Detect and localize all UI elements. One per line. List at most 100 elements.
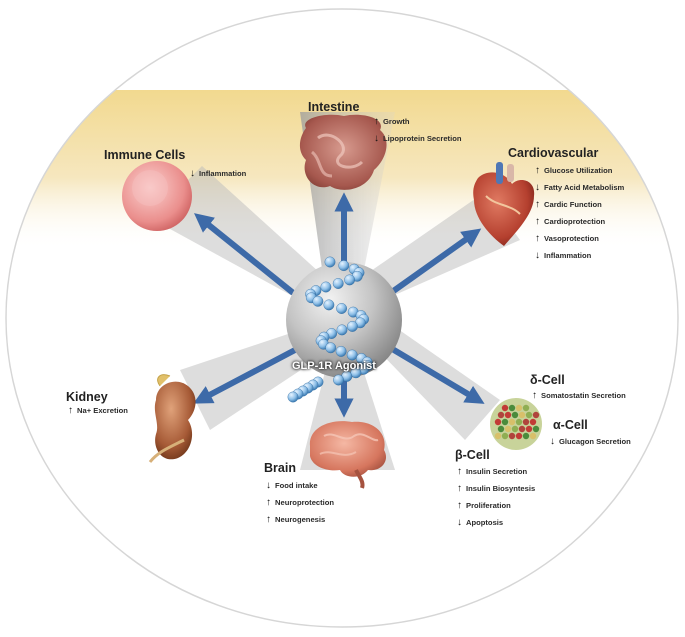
effect-text: Glucose Utilization bbox=[544, 162, 612, 179]
effect-text: Fatty Acid Metabolism bbox=[544, 179, 624, 196]
up-arrow-icon: ↑ bbox=[264, 494, 273, 511]
effect-item: ↑Glucose Utilization bbox=[533, 162, 624, 179]
islet-cell bbox=[498, 412, 504, 418]
effect-text: Insulin Biosyntesis bbox=[466, 480, 535, 497]
cardiovascular-effects: ↑Glucose Utilization↓Fatty Acid Metaboli… bbox=[533, 162, 624, 264]
islet-cell bbox=[509, 405, 515, 411]
effect-text: Lipoprotein Secretion bbox=[383, 130, 461, 147]
effect-text: Food intake bbox=[275, 477, 318, 494]
down-arrow-icon: ↓ bbox=[188, 165, 197, 182]
islet-cell bbox=[519, 426, 525, 432]
peptide-bead bbox=[339, 260, 349, 270]
up-arrow-icon: ↑ bbox=[66, 402, 75, 419]
beta-cell-title: β-Cell bbox=[455, 448, 490, 462]
islet-cell bbox=[505, 412, 511, 418]
effect-text: Cardic Function bbox=[544, 196, 602, 213]
islet-cell bbox=[516, 433, 522, 439]
islet-cell bbox=[530, 433, 536, 439]
peptide-bead bbox=[336, 346, 346, 356]
peptide-bead bbox=[347, 350, 357, 360]
intestine-effects: ↑Growth↓Lipoprotein Secretion bbox=[372, 113, 461, 147]
immune-cells-title: Immune Cells bbox=[104, 148, 185, 162]
cardiovascular-title: Cardiovascular bbox=[508, 146, 598, 160]
islet-cell bbox=[512, 412, 518, 418]
effect-item: ↓Fatty Acid Metabolism bbox=[533, 179, 624, 196]
islet-cell bbox=[516, 419, 522, 425]
delta-cell-title: δ-Cell bbox=[530, 373, 565, 387]
islet-cell bbox=[533, 426, 539, 432]
islet-cell bbox=[495, 433, 501, 439]
effect-item: ↑Na+ Excretion bbox=[66, 402, 128, 419]
effect-text: Vasoprotection bbox=[544, 230, 599, 247]
up-arrow-icon: ↑ bbox=[533, 230, 542, 247]
islet-cell bbox=[509, 433, 515, 439]
effect-text: Apoptosis bbox=[466, 514, 503, 531]
down-arrow-icon: ↓ bbox=[533, 247, 542, 264]
islet-cell bbox=[533, 412, 539, 418]
islet-cell bbox=[495, 419, 501, 425]
peptide-bead bbox=[333, 375, 343, 385]
effect-item: ↑Insulin Secretion bbox=[455, 463, 535, 480]
down-arrow-icon: ↓ bbox=[455, 514, 464, 531]
effect-item: ↑Insulin Biosyntesis bbox=[455, 480, 535, 497]
effect-text: Na+ Excretion bbox=[77, 402, 128, 419]
delta-cell-effects: ↑Somatostatin Secretion bbox=[530, 387, 626, 404]
up-arrow-icon: ↑ bbox=[530, 387, 539, 404]
up-arrow-icon: ↑ bbox=[372, 113, 381, 130]
islet-cell bbox=[512, 426, 518, 432]
pancreatic-islet-icon bbox=[490, 398, 542, 450]
islet-cell bbox=[502, 405, 508, 411]
immune-effects: ↓Inflammation bbox=[188, 165, 246, 182]
effect-text: Glucagon Secretion bbox=[559, 433, 631, 450]
up-arrow-icon: ↑ bbox=[533, 213, 542, 230]
peptide-bead bbox=[333, 278, 343, 288]
effect-item: ↑Somatostatin Secretion bbox=[530, 387, 626, 404]
peptide-bead bbox=[347, 321, 357, 331]
peptide-bead bbox=[336, 303, 346, 313]
effect-item: ↑Neuroprotection bbox=[264, 494, 334, 511]
up-arrow-icon: ↑ bbox=[455, 480, 464, 497]
effect-item: ↓Glucagon Secretion bbox=[548, 433, 631, 450]
effect-item: ↓Apoptosis bbox=[455, 514, 535, 531]
effect-item: ↑Cardioprotection bbox=[533, 213, 624, 230]
effect-text: Proliferation bbox=[466, 497, 511, 514]
down-arrow-icon: ↓ bbox=[548, 433, 557, 450]
immune-cell-icon bbox=[122, 161, 192, 231]
peptide-bead bbox=[324, 300, 334, 310]
effect-item: ↓Lipoprotein Secretion bbox=[372, 130, 461, 147]
up-arrow-icon: ↑ bbox=[533, 162, 542, 179]
peptide-bead bbox=[326, 343, 336, 353]
effect-item: ↑Neurogenesis bbox=[264, 511, 334, 528]
brain-title: Brain bbox=[264, 461, 296, 475]
kidney-effects: ↑Na+ Excretion bbox=[66, 402, 128, 419]
islet-cell bbox=[523, 405, 529, 411]
effect-text: Neurogenesis bbox=[275, 511, 325, 528]
alpha-cell-effects: ↓Glucagon Secretion bbox=[548, 433, 631, 450]
peptide-bead bbox=[325, 257, 335, 267]
alpha-cell-title: α-Cell bbox=[553, 418, 588, 432]
down-arrow-icon: ↓ bbox=[372, 130, 381, 147]
intestine-title: Intestine bbox=[308, 100, 359, 114]
peptide-bead bbox=[288, 392, 298, 402]
beta-cell-effects: ↑Insulin Secretion↑Insulin Biosyntesis↑P… bbox=[455, 463, 535, 531]
effect-item: ↑Cardic Function bbox=[533, 196, 624, 213]
islet-cell bbox=[505, 426, 511, 432]
effect-item: ↑Growth bbox=[372, 113, 461, 130]
islet-cell bbox=[516, 405, 522, 411]
islet-cell bbox=[526, 412, 532, 418]
effect-text: Neuroprotection bbox=[275, 494, 334, 511]
effect-text: Somatostatin Secretion bbox=[541, 387, 626, 404]
islet-cell bbox=[498, 426, 504, 432]
effect-item: ↓Inflammation bbox=[533, 247, 624, 264]
islet-cell bbox=[519, 412, 525, 418]
effect-item: ↓Food intake bbox=[264, 477, 334, 494]
brain-effects: ↓Food intake↑Neuroprotection↑Neurogenesi… bbox=[264, 477, 334, 528]
peptide-bead bbox=[321, 282, 331, 292]
islet-cell bbox=[526, 426, 532, 432]
effect-item: ↑Proliferation bbox=[455, 497, 535, 514]
peptide-bead bbox=[344, 275, 354, 285]
islet-cell bbox=[502, 419, 508, 425]
effect-text: Insulin Secretion bbox=[466, 463, 527, 480]
effect-text: Inflammation bbox=[199, 165, 246, 182]
